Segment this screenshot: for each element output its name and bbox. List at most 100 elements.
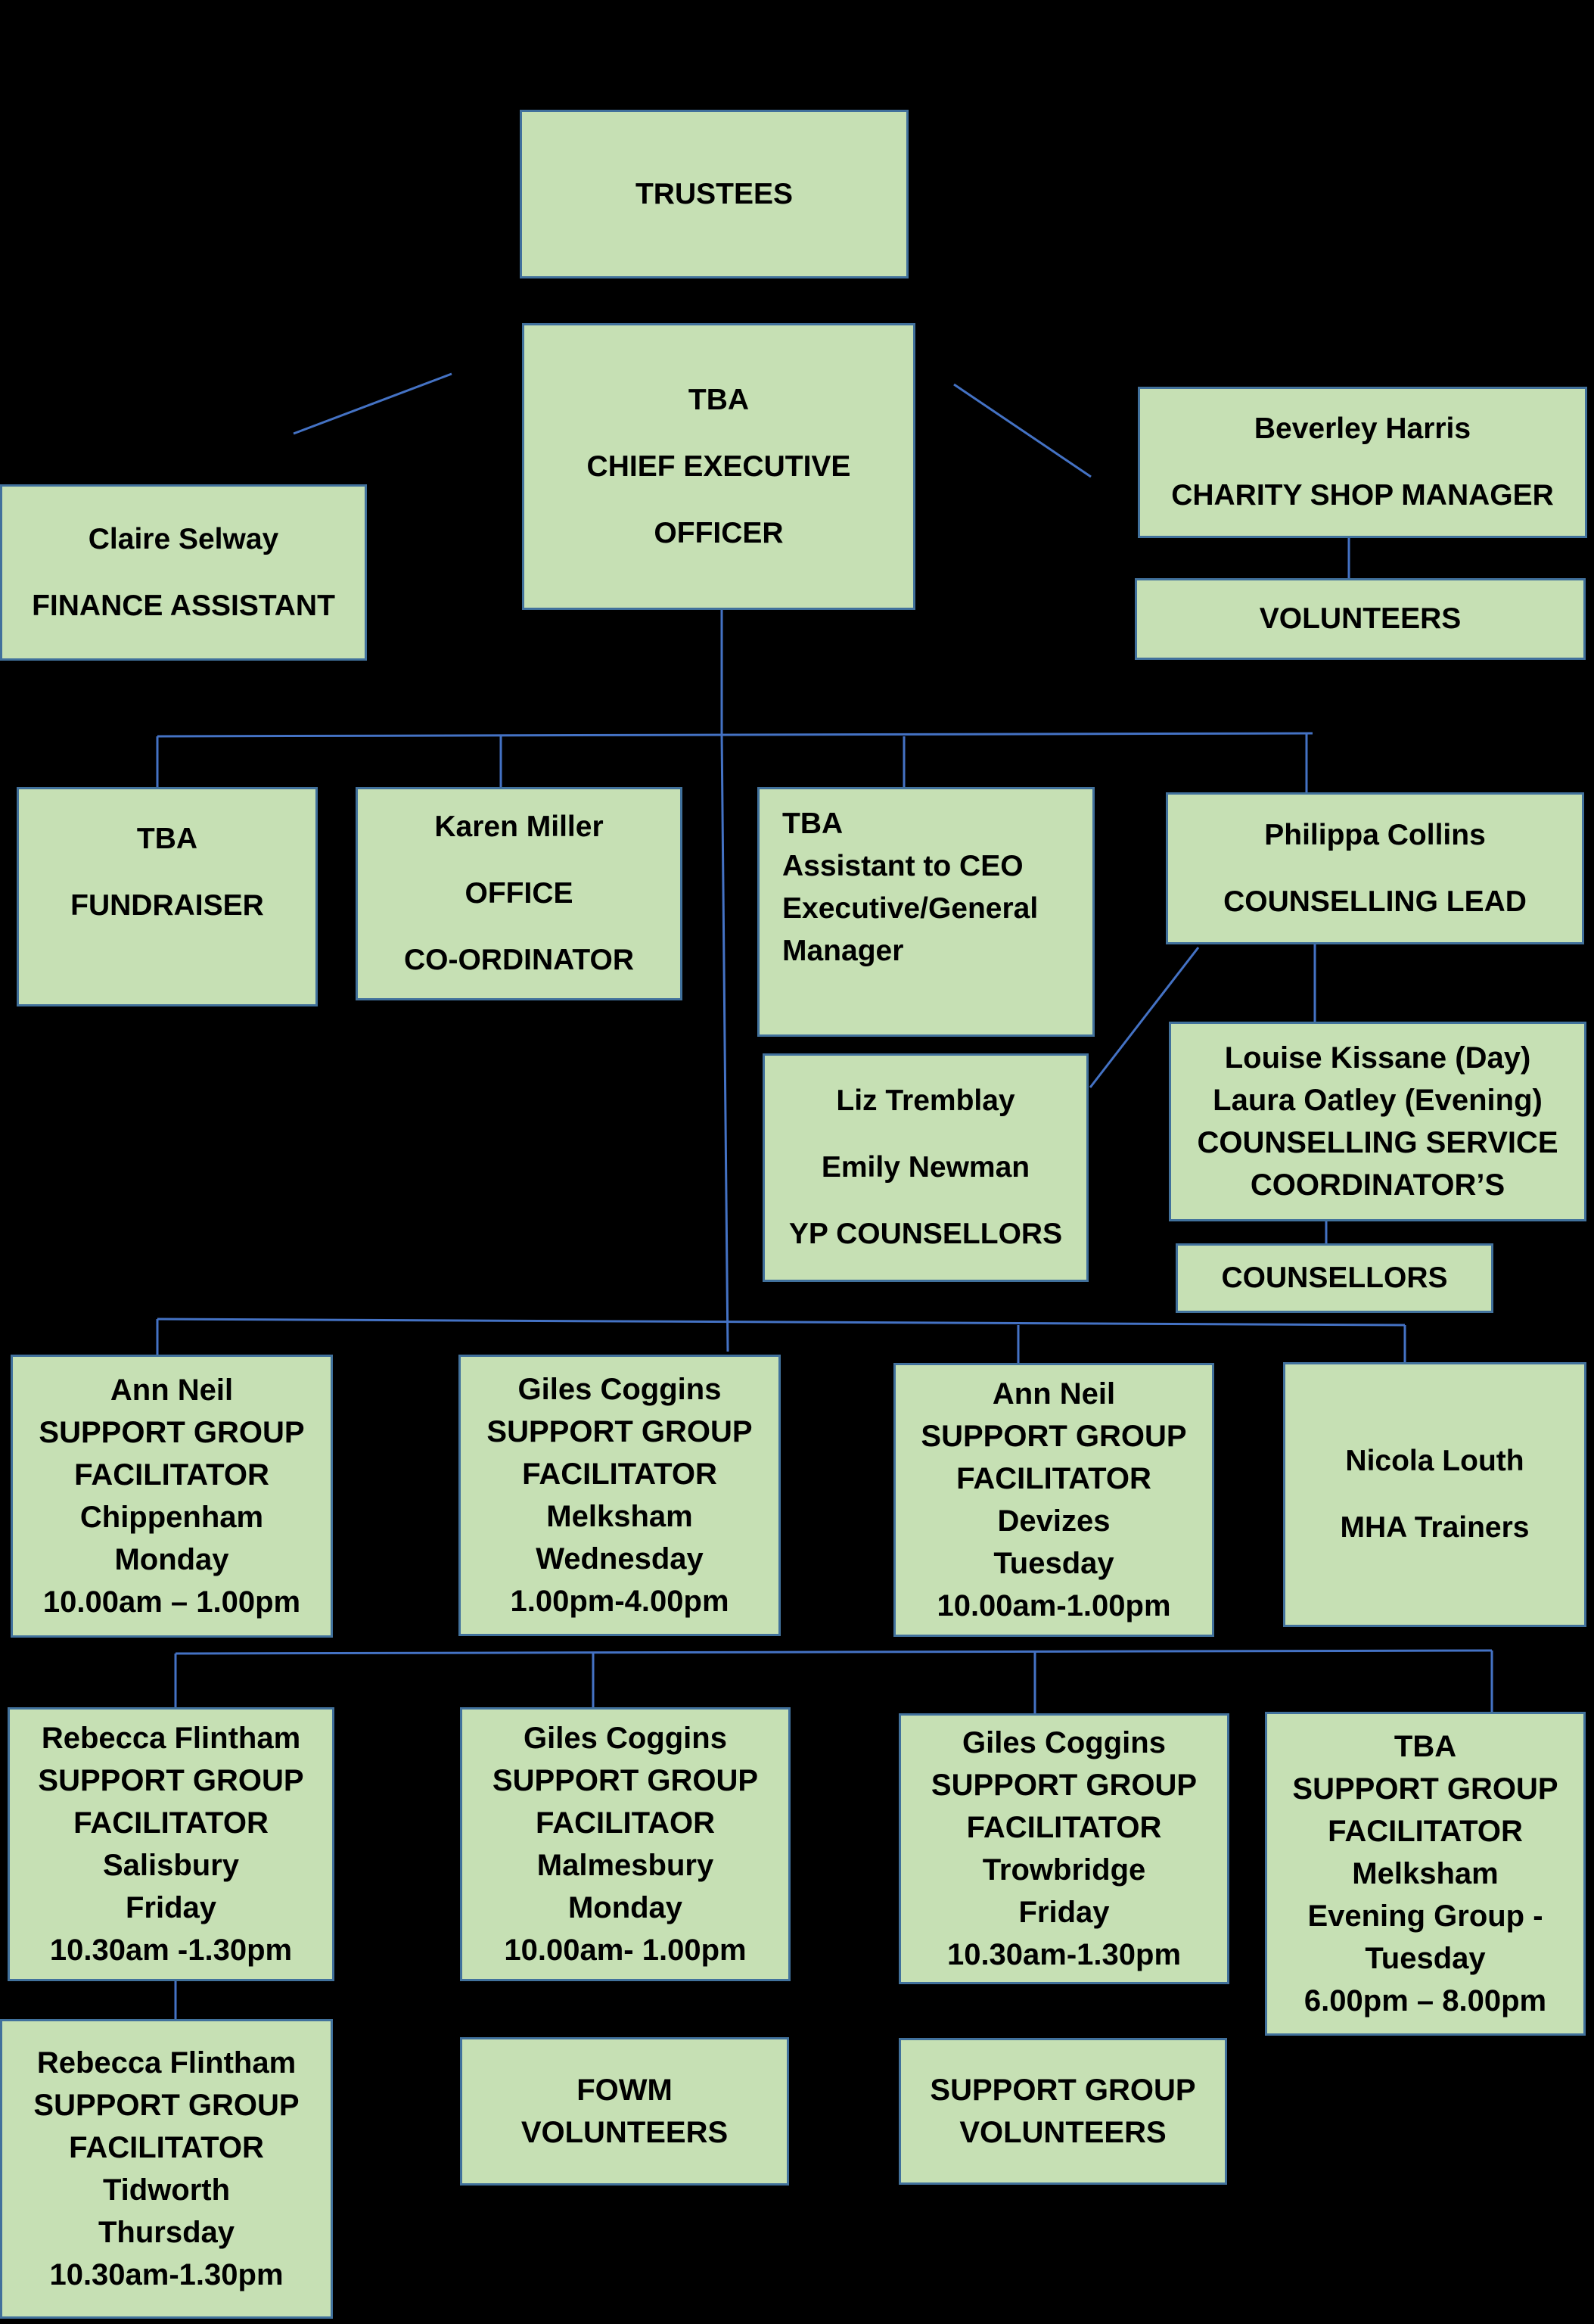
box-line: 10.00am- 1.00pm: [504, 1934, 747, 1967]
box-line: Melksham: [1352, 1857, 1499, 1890]
box-line: Rebecca Flintham: [36, 2046, 297, 2080]
box-line: COORDINATOR’S: [1250, 1168, 1505, 1202]
box-line: SUPPORT GROUP: [1292, 1772, 1558, 1806]
connector: [293, 372, 452, 435]
box-line: SUPPORT GROUP: [930, 2074, 1196, 2107]
box-line: Tuesday: [993, 1547, 1114, 1580]
box-line: MHA Trainers: [1340, 1511, 1530, 1544]
box-line: SUPPORT GROUP: [38, 1764, 304, 1797]
shop-volunteers-box: VOLUNTEERS: [1135, 578, 1586, 660]
box-line: TBA: [688, 383, 750, 416]
box-line: Giles Coggins: [524, 1722, 727, 1755]
box-line: CHARITY SHOP MANAGER: [1171, 479, 1554, 512]
box-line: FACILITATOR: [69, 2131, 264, 2164]
box-line: COUNSELLING LEAD: [1223, 885, 1527, 918]
box-line: SUPPORT GROUP: [492, 1764, 759, 1797]
box-line: Executive/General: [782, 892, 1039, 925]
box-line: FINANCE ASSISTANT: [32, 589, 335, 622]
box-line: FUNDRAISER: [70, 889, 264, 922]
box-line: Liz Tremblay: [836, 1084, 1015, 1117]
box-line: Louise Kissane (Day): [1224, 1041, 1531, 1075]
box-line: VOLUNTEERS: [1259, 602, 1462, 635]
box-line: YP COUNSELLORS: [788, 1218, 1063, 1250]
box-line: Chippenham: [79, 1501, 264, 1534]
box-line: Assistant to CEO: [782, 850, 1024, 882]
connector: [157, 732, 1313, 738]
box-line: Beverley Harris: [1254, 412, 1471, 445]
fundraiser-box: TBA FUNDRAISER: [17, 787, 318, 1006]
box-line: 6.00pm – 8.00pm: [1303, 1984, 1547, 2018]
box-line: SUPPORT GROUP: [33, 2089, 300, 2122]
connector: [175, 1649, 1493, 1655]
box-line: SUPPORT GROUP: [39, 1416, 305, 1449]
box-line: Trowbridge: [982, 1853, 1146, 1887]
box-line: Nicola Louth: [1345, 1445, 1524, 1477]
box-line: Friday: [1018, 1896, 1110, 1929]
box-line: FACILITATOR: [73, 1806, 269, 1840]
support-group-volunteers-box: SUPPORT GROUP VOLUNTEERS: [899, 2038, 1227, 2185]
box-line: 10.30am -1.30pm: [49, 1934, 293, 1967]
box-line: FACILITATOR: [966, 1811, 1162, 1844]
box-line: 10.30am-1.30pm: [946, 1938, 1182, 1971]
box-line: Malmesbury: [536, 1849, 714, 1882]
box-line: SUPPORT GROUP: [921, 1420, 1187, 1453]
box-line: Melksham: [546, 1500, 693, 1533]
box-line: VOLUNTEERS: [959, 2116, 1167, 2149]
connector: [720, 733, 729, 1352]
box-line: Wednesday: [536, 1542, 704, 1576]
box-line: Evening Group -: [1307, 1899, 1543, 1933]
box-line: OFFICE: [465, 877, 573, 910]
box-line: FACILITATOR: [956, 1462, 1151, 1495]
trustees-box: TRUSTEES: [520, 110, 909, 278]
box-line: 1.00pm-4.00pm: [510, 1585, 729, 1618]
box-line: Ann Neil: [992, 1377, 1116, 1411]
ceo-box: TBA CHIEF EXECUTIVE OFFICER: [522, 323, 915, 610]
box-line: Claire Selway: [88, 522, 279, 555]
box-line: Salisbury: [102, 1849, 240, 1882]
box-line: Friday: [125, 1891, 217, 1924]
box-line: Tidworth: [102, 2173, 231, 2207]
box-line: Giles Coggins: [962, 1726, 1166, 1759]
box-line: TBA: [782, 807, 844, 840]
box-line: Manager: [782, 935, 904, 967]
box-line: CHIEF EXECUTIVE: [586, 450, 851, 483]
box-line: Devizes: [997, 1504, 1111, 1538]
box-line: Philippa Collins: [1264, 818, 1486, 851]
box-line: Ann Neil: [110, 1374, 234, 1407]
connector: [1089, 947, 1200, 1088]
box-line: 10.00am – 1.00pm: [42, 1585, 301, 1619]
connector: [953, 383, 1092, 478]
box-line: FACILITATOR: [1328, 1815, 1523, 1848]
box-line: OFFICER: [654, 516, 784, 549]
box-line: 10.00am-1.00pm: [937, 1589, 1171, 1622]
box-line: Karen Miller: [434, 810, 604, 843]
box-line: SUPPORT GROUP: [931, 1769, 1198, 1802]
box-line: COUNSELLING SERVICE: [1197, 1126, 1558, 1159]
connector: [157, 1318, 1406, 1327]
box-line: FACILITATOR: [522, 1458, 717, 1491]
box-line: COUNSELLORS: [1221, 1262, 1448, 1294]
box-line: CO-ORDINATOR: [403, 944, 635, 976]
box-line: Thursday: [98, 2216, 235, 2249]
box-line: SUPPORT GROUP: [486, 1415, 753, 1448]
counselling-coordinators-box: Louise Kissane (Day) Laura Oatley (Evenin…: [1169, 1022, 1586, 1221]
box-line: Laura Oatley (Evening): [1213, 1084, 1543, 1117]
box-line: FOWM: [576, 2074, 673, 2107]
box-line: Tuesday: [1365, 1942, 1486, 1975]
box-line: Giles Coggins: [517, 1373, 722, 1406]
box-line: TBA: [136, 823, 198, 855]
